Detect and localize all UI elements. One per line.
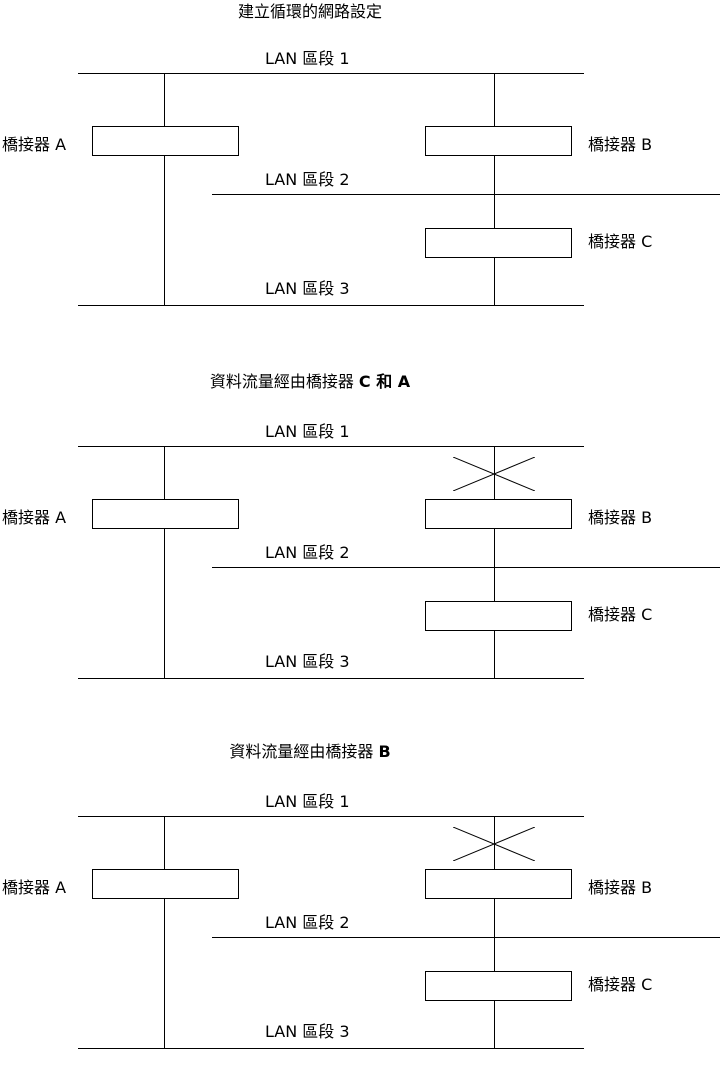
blocked-x-icon [453,457,535,491]
segment-3-label: LAN 區段 3 [265,279,350,298]
bridge-b-c-link [494,73,495,305]
panel-title-text: 資料流量經由橋接器 [229,742,379,761]
bridge-b-box [425,126,572,156]
bridge-a-link [164,446,165,678]
bridge-a-label: 橋接器 A [2,135,67,154]
segment-3-label: LAN 區段 3 [265,652,350,671]
lan-segment-3-line [78,305,584,306]
bridge-b-box [425,869,572,899]
segment-2-label: LAN 區段 2 [265,913,350,932]
panel-title-text: 資料流量經由橋接器 [209,372,359,391]
diagram-panel-via-b: 資料流量經由橋接器 B LAN 區段 1 橋接器 A 橋接器 B LAN 區段 … [0,743,720,1083]
bridge-c-label: 橋接器 C [588,605,653,624]
segment-2-label: LAN 區段 2 [265,170,350,189]
bridge-b-box [425,499,572,529]
lan-segment-1-line [78,446,584,447]
bridge-c-box [425,971,572,1001]
panel-title-bold: C [358,372,371,391]
lan-segment-1-line [78,73,584,74]
bridge-a-box [92,869,239,899]
panel-title: 資料流量經由橋接器 C 和 A [0,373,620,391]
bridge-b-c-link [494,816,495,1048]
lan-segment-2-line [212,937,720,938]
lan-segment-2-line [212,194,720,195]
lan-segment-2-line [212,567,720,568]
diagram-panel-loop: 建立循環的網路設定 LAN 區段 1 橋接器 A 橋接器 B LAN 區段 2 … [0,0,720,340]
bridge-b-label: 橋接器 B [588,508,653,527]
bridge-a-label: 橋接器 A [2,878,67,897]
segment-1-label: LAN 區段 1 [265,49,350,68]
bridge-b-c-link [494,446,495,678]
bridge-a-link [164,816,165,1048]
segment-1-label: LAN 區段 1 [265,422,350,441]
panel-title-text: 建立循環的網路設定 [237,2,382,21]
bridge-c-box [425,601,572,631]
blocked-x-icon [453,827,535,861]
bridge-c-box [425,228,572,258]
panel-title-suffix: 和 A [370,372,411,391]
bridge-c-label: 橋接器 C [588,232,653,251]
bridge-b-label: 橋接器 B [588,878,653,897]
segment-3-label: LAN 區段 3 [265,1022,350,1041]
bridge-b-label: 橋接器 B [588,135,653,154]
lan-segment-1-line [78,816,584,817]
bridge-c-label: 橋接器 C [588,975,653,994]
bridge-a-label: 橋接器 A [2,508,67,527]
panel-title-bold: B [378,742,391,761]
lan-segment-3-line [78,1048,584,1049]
bridge-a-box [92,499,239,529]
panel-title: 資料流量經由橋接器 B [0,743,620,761]
bridge-a-box [92,126,239,156]
lan-segment-3-line [78,678,584,679]
bridge-a-link [164,73,165,305]
segment-2-label: LAN 區段 2 [265,543,350,562]
panel-title: 建立循環的網路設定 [0,3,620,21]
diagram-panel-via-c-and-a: 資料流量經由橋接器 C 和 A LAN 區段 1 橋接器 A 橋接器 B LAN… [0,373,720,713]
segment-1-label: LAN 區段 1 [265,792,350,811]
